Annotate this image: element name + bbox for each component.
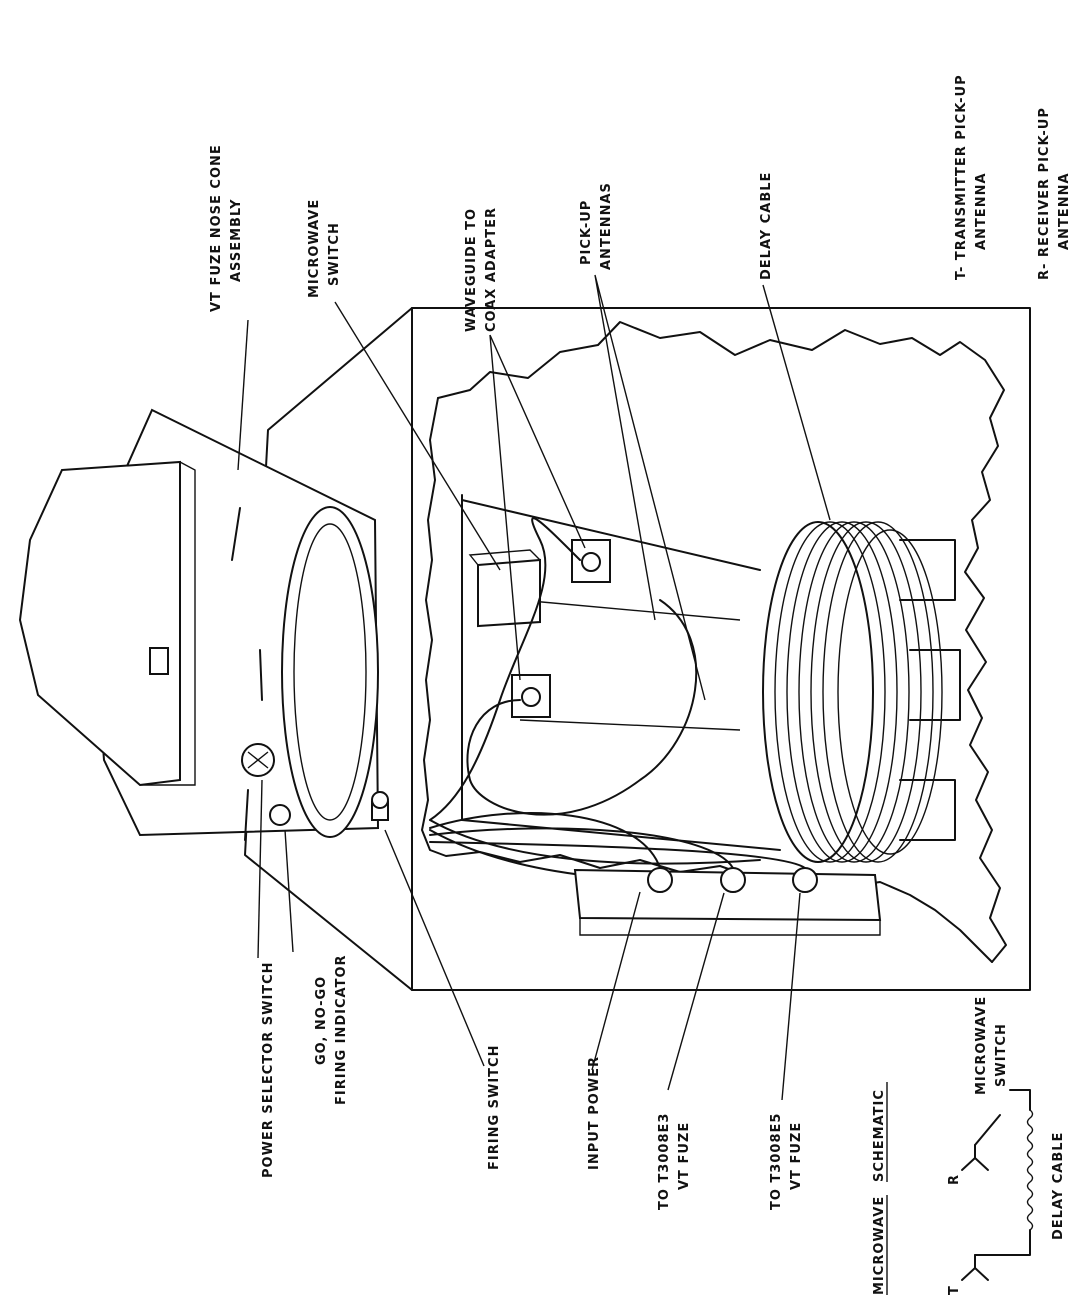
power-selector-switch[interactable] [241,743,275,777]
waveguide-adapter-right [571,539,611,583]
label-pickup-antennas: PICK-UP ANTENNAS [579,182,614,270]
schematic-delay-coil [1026,1109,1034,1231]
label-go-no-go: GO, NO-GO FIRING INDICATOR [314,954,349,1105]
schematic-switch [974,1114,1001,1146]
leader-lines [237,274,831,1101]
transmitter-antenna-symbol [961,1254,989,1281]
svg-text:T: T [947,1285,962,1295]
svg-text:TO T3008E5: TO T3008E5 [769,1113,784,1210]
svg-text:SWITCH: SWITCH [327,222,342,286]
svg-text:MICROWAVE: MICROWAVE [307,199,322,298]
svg-text:ANTENNAS: ANTENNAS [599,182,614,270]
fuze-top-knob [149,647,169,675]
svg-text:ANTENNA: ANTENNA [974,172,989,250]
label-t3008e3: TO T3008E3 VT FUZE [657,1113,692,1210]
svg-text:T- TRANSMITTER PICK-UP: T- TRANSMITTER PICK-UP [954,74,969,280]
svg-text:MICROWAVE: MICROWAVE [974,996,989,1095]
svg-text:ASSEMBLY: ASSEMBLY [229,198,244,282]
terminal-board [429,811,882,936]
svg-text:FIRING SWITCH: FIRING SWITCH [487,1045,502,1170]
svg-text:MICROWAVE: MICROWAVE [872,1196,887,1295]
label-waveguide-adapter: WAVEGUIDE TO COAX ADAPTER [464,207,499,332]
microwave-switch-block [468,549,541,628]
svg-text:WAVEGUIDE TO: WAVEGUIDE TO [464,208,479,332]
legend-r: R- RECEIVER PICK-UP ANTENNA [1037,107,1072,280]
fuze-top-box [18,460,196,787]
microwave-schematic: MICROWAVE SCHEMATIC T R MICROWAVE SWITCH… [872,996,1066,1295]
svg-text:SCHEMATIC: SCHEMATIC [872,1089,887,1182]
label-firing-switch: FIRING SWITCH [487,1045,502,1170]
svg-text:GO, NO-GO: GO, NO-GO [314,976,329,1065]
antenna-cone [461,494,781,851]
svg-text:POWER SELECTOR SWITCH: POWER SELECTOR SWITCH [261,961,276,1178]
svg-text:DELAY CABLE: DELAY CABLE [1051,1132,1066,1240]
svg-text:R: R [947,1174,962,1185]
svg-text:INPUT POWER: INPUT POWER [587,1056,602,1170]
svg-text:VT FUZE: VT FUZE [789,1122,804,1190]
svg-text:VT FUZE: VT FUZE [677,1122,692,1190]
svg-text:VT FUZE NOSE CONE: VT FUZE NOSE CONE [209,144,224,312]
delay-cable-coil [762,521,961,863]
firing-switch[interactable] [371,791,389,821]
svg-text:PICK-UP: PICK-UP [579,200,594,265]
label-delay-cable: DELAY CABLE [759,172,774,280]
label-vt-fuze-nose-cone: VT FUZE NOSE CONE ASSEMBLY [209,144,244,312]
label-input-power: INPUT POWER [587,1056,602,1170]
label-t3008e5: TO T3008E5 VT FUZE [769,1113,804,1210]
legend-t: T- TRANSMITTER PICK-UP ANTENNA [954,74,989,280]
svg-text:SWITCH: SWITCH [994,1023,1009,1087]
svg-text:R- RECEIVER PICK-UP: R- RECEIVER PICK-UP [1037,107,1052,280]
svg-text:TO T3008E3: TO T3008E3 [657,1113,672,1210]
svg-text:FIRING INDICATOR: FIRING INDICATOR [334,954,349,1105]
go-no-go-firing-indicator [269,804,291,826]
svg-text:ANTENNA: ANTENNA [1057,172,1072,250]
receiver-antenna-symbol [961,1144,989,1171]
label-power-selector-switch: POWER SELECTOR SWITCH [261,961,276,1178]
svg-text:COAX ADAPTER: COAX ADAPTER [484,207,499,332]
svg-text:DELAY CABLE: DELAY CABLE [759,172,774,280]
label-microwave-switch: MICROWAVE SWITCH [307,199,342,298]
waveguide-adapter-left [511,674,551,718]
